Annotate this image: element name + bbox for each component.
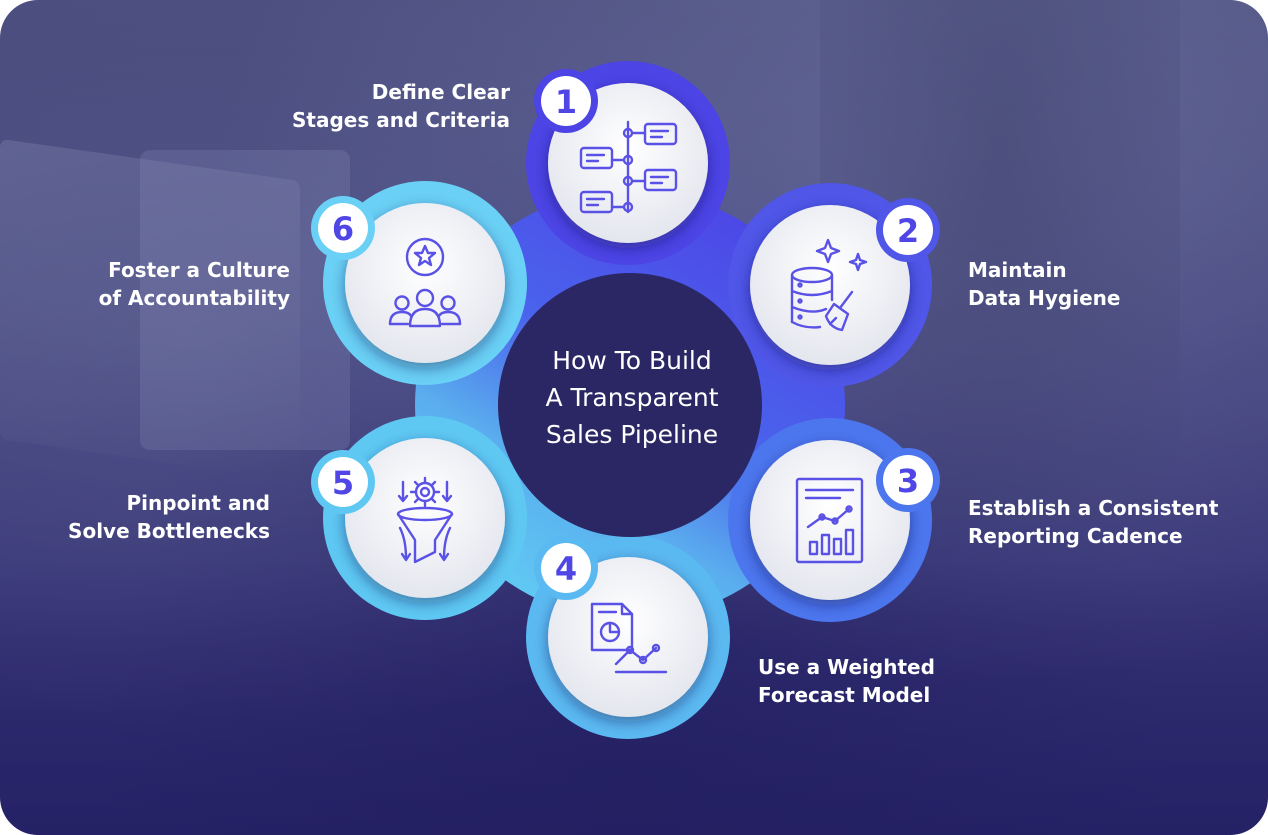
- step-label-1: Define Clear Stages and Criteria: [292, 78, 510, 134]
- step-2-line-1: Maintain: [968, 258, 1067, 282]
- badge-3: 3: [876, 448, 940, 512]
- number-badges: 1 2 3 4 5: [311, 69, 940, 600]
- step-label-3: Establish a Consistent Reporting Cadence: [968, 494, 1218, 550]
- badge-5: 5: [311, 450, 375, 514]
- badge-1: 1: [534, 69, 598, 133]
- center-title: How To Build A Transparent Sales Pipelin…: [515, 342, 749, 453]
- team-star-icon: [388, 237, 462, 328]
- step-number-4: 4: [555, 550, 577, 588]
- database-cleaning-icon: [790, 238, 868, 332]
- step-2-line-2: Data Hygiene: [968, 286, 1121, 310]
- badge-2: 2: [876, 198, 940, 262]
- badge-4: 4: [534, 536, 598, 600]
- step-number-2: 2: [897, 212, 919, 250]
- badge-6: 6: [311, 196, 375, 260]
- center-disc: [498, 273, 762, 537]
- center-title-line-1: How To Build: [552, 346, 712, 375]
- step-number-5: 5: [332, 464, 354, 502]
- report-chart-icon: [795, 477, 864, 564]
- step-label-6: Foster a Culture of Accountability: [99, 256, 290, 312]
- step-label-2: Maintain Data Hygiene: [968, 256, 1120, 312]
- step-5-line-1: Pinpoint and: [126, 491, 270, 515]
- step-3-line-1: Establish a Consistent: [968, 496, 1219, 520]
- funnel-gear-icon: [396, 476, 454, 564]
- center-title-line-2: A Transparent: [545, 383, 719, 412]
- step-4-line-1: Use a Weighted: [758, 655, 935, 679]
- step-4-line-2: Forecast Model: [758, 683, 931, 707]
- flowchart-icon: [579, 120, 678, 214]
- forecast-document-icon: [590, 602, 668, 674]
- step-1-line-2: Stages and Criteria: [292, 108, 510, 132]
- step-5-line-2: Solve Bottlenecks: [68, 519, 270, 543]
- step-6-line-1: Foster a Culture: [108, 258, 290, 282]
- step-label-4: Use a Weighted Forecast Model: [758, 653, 935, 709]
- step-6-line-2: of Accountability: [98, 286, 290, 310]
- step-3-line-2: Reporting Cadence: [968, 524, 1183, 548]
- center-title-line-3: Sales Pipeline: [545, 420, 719, 449]
- step-label-5: Pinpoint and Solve Bottlenecks: [68, 489, 270, 545]
- step-number-1: 1: [555, 83, 577, 121]
- step-number-3: 3: [897, 462, 919, 500]
- step-1-line-1: Define Clear: [371, 80, 510, 104]
- step-number-6: 6: [332, 210, 354, 248]
